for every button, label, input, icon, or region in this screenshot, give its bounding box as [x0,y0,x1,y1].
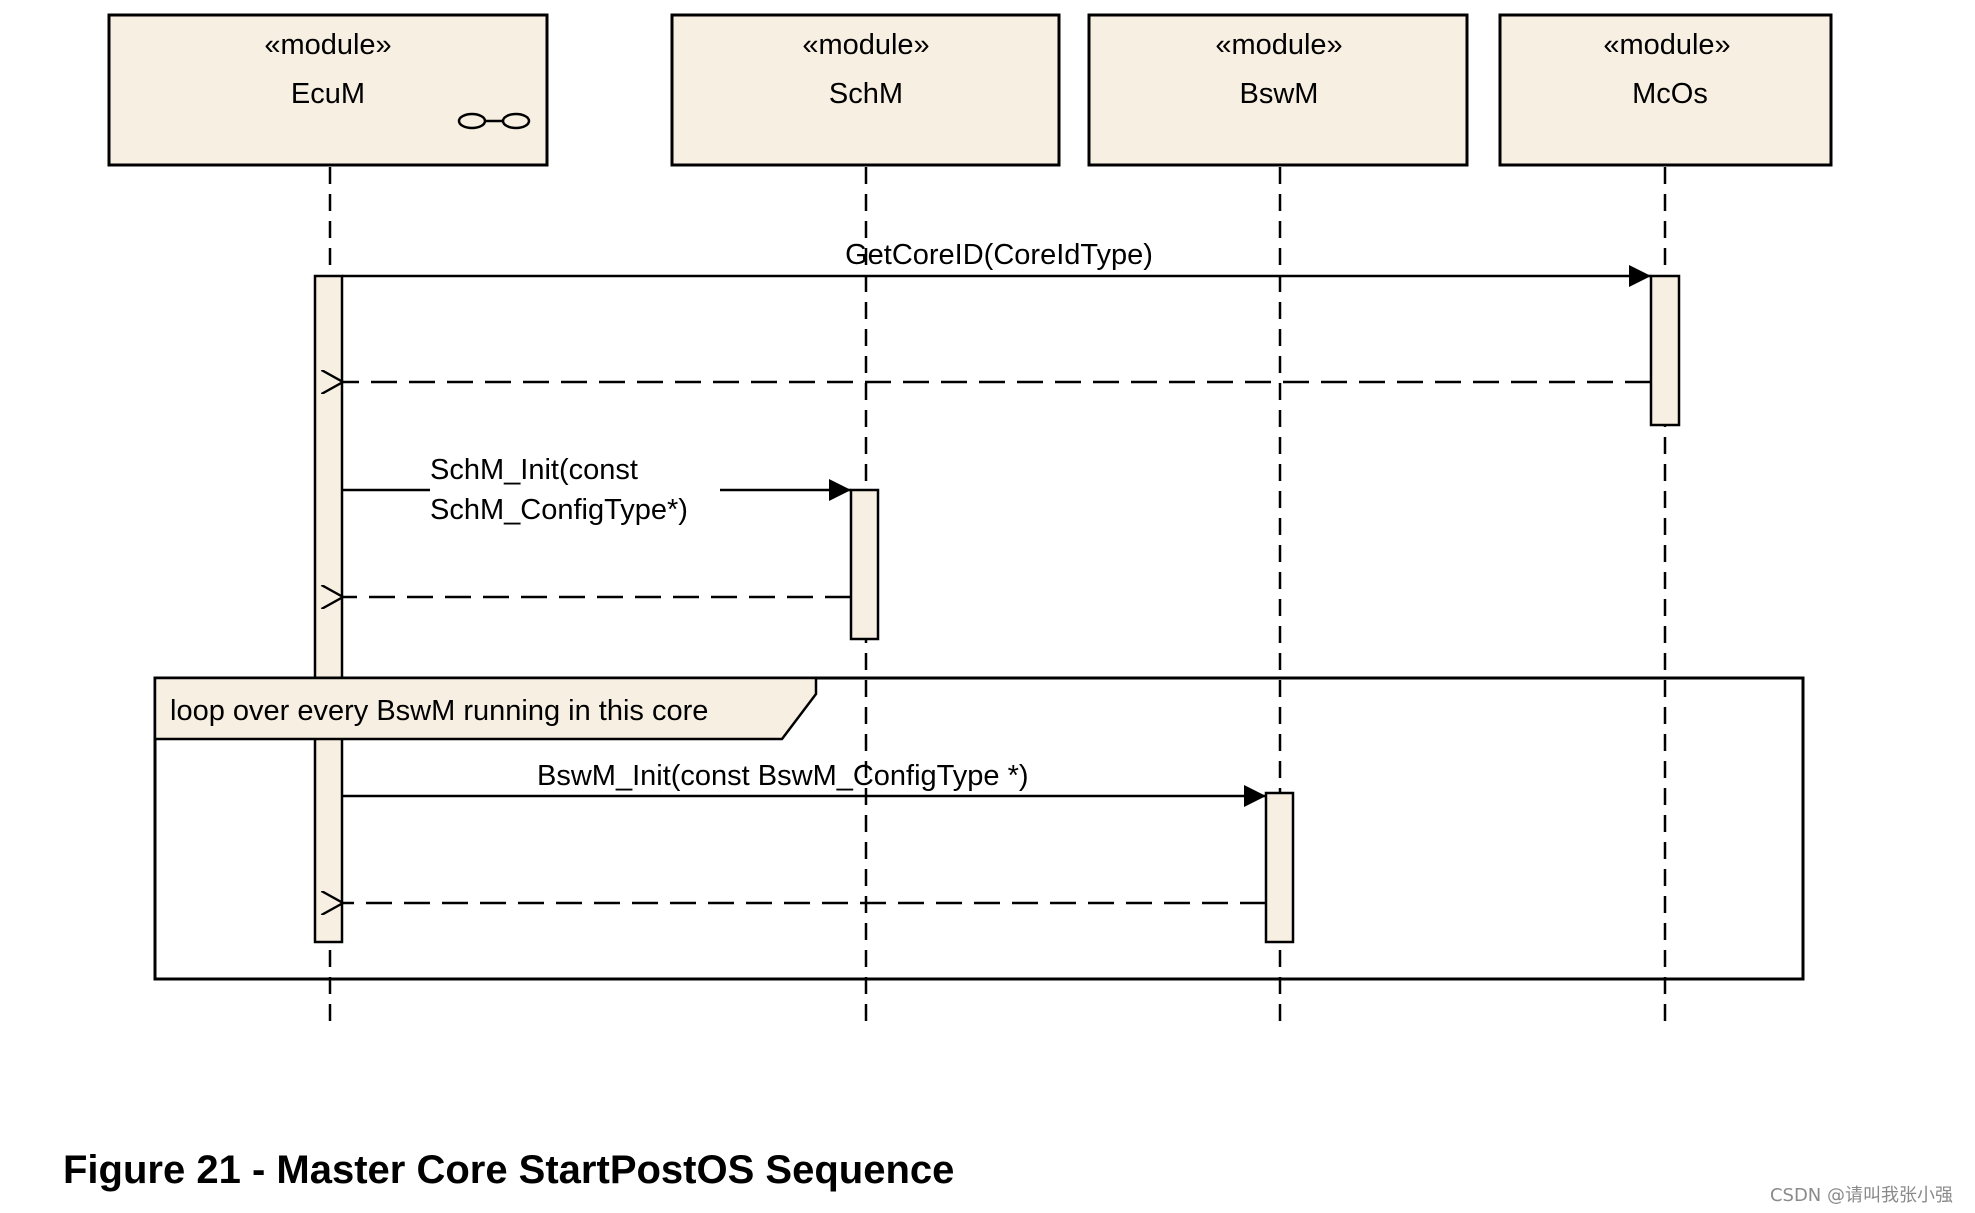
message-get-core-id: GetCoreID(CoreIdType) [342,239,1651,287]
activation-bar-mcos [1649,274,1681,427]
participant-stereotype: «module» [802,29,929,61]
activation-bar-schm [849,488,880,641]
figure-caption: Figure 21 - Master Core StartPostOS Sequ… [63,1148,955,1192]
activation-bar-bswm [1264,791,1295,944]
loop-fragment-label: loop over every BswM running in this cor… [170,695,708,727]
participant-mcos: «module» McOs [1498,13,1833,167]
loop-fragment-tab [153,676,818,741]
participant-bswm: «module» BswM [1087,13,1469,167]
loop-fragment: loop over every BswM running in this cor… [153,676,1805,981]
participant-name: EcuM [291,78,365,110]
message-label: BswM_Init(const BswM_ConfigType *) [537,760,1029,792]
subsystem-icon [457,112,531,130]
participant-name: SchM [829,78,903,110]
participant-stereotype: «module» [1603,29,1730,61]
message-label-line-1: SchM_Init(const [430,454,638,486]
watermark: CSDN @请叫我张小强 [1769,1185,1953,1206]
participant-schm: «module» SchM [670,13,1061,167]
participant-name: McOs [1632,78,1708,110]
participant-stereotype: «module» [264,29,391,61]
message-schm-init: SchM_Init(const SchM_ConfigType*) [342,454,851,526]
activation-bar-ecum [313,274,344,944]
message-label-line-2: SchM_ConfigType*) [430,494,688,526]
participant-ecum: «module» EcuM [107,13,549,167]
message-label: GetCoreID(CoreIdType) [845,239,1153,271]
participant-name: BswM [1240,78,1319,110]
participant-stereotype: «module» [1215,29,1342,61]
message-bswm-init: BswM_Init(const BswM_ConfigType *) [342,760,1266,807]
